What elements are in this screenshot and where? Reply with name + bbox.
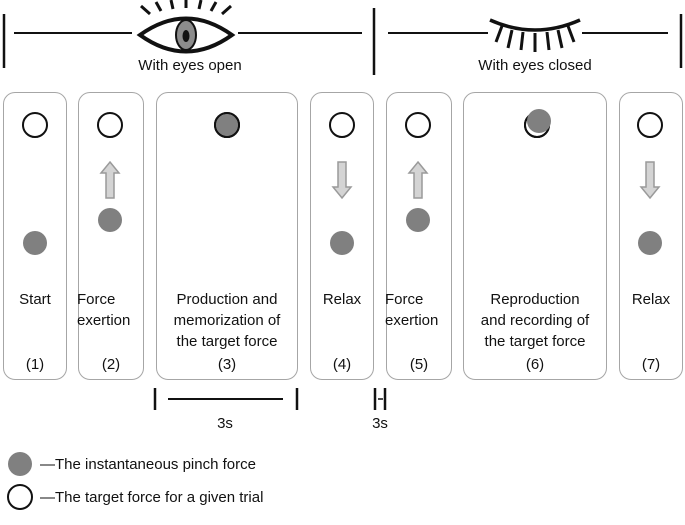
- panel-number: (3): [217, 356, 237, 373]
- panel-number: (1): [25, 356, 45, 373]
- arrow-up-icon: [98, 160, 121, 199]
- panel-graphics: [213, 111, 240, 138]
- panel-description-line: Force: [385, 291, 424, 308]
- panel-description-line: exertion: [385, 312, 439, 329]
- pinch-force-dot: [526, 108, 551, 133]
- panel-number: (2): [101, 356, 121, 373]
- panel-graphics: [404, 111, 431, 232]
- pinch-force-dot: [329, 230, 354, 255]
- panel-relax-1: [310, 92, 374, 380]
- panel-production: [156, 92, 298, 380]
- panel-force-exertion-2: [386, 92, 452, 380]
- pinch-force-dot: [22, 230, 47, 255]
- panel-force-exertion-1: [78, 92, 144, 380]
- target-force-circle: [21, 111, 48, 138]
- panel-description-line: Force: [77, 291, 116, 308]
- legend-filled-text: —The instantaneous pinch force: [40, 456, 256, 473]
- panel-description-line: memorization of: [173, 312, 281, 329]
- legend-open-text: —The target force for a given trial: [40, 489, 264, 506]
- pinch-force-dot: [405, 207, 430, 232]
- eyes-closed-label: With eyes closed: [478, 57, 592, 74]
- pinch-force-dot: [97, 207, 122, 232]
- panel-description-line: Production and: [176, 291, 278, 308]
- target-force-circle: [636, 111, 663, 138]
- legend-symbols: [7, 452, 33, 510]
- panel-number: (4): [332, 356, 352, 373]
- target-force-circle: [96, 111, 123, 138]
- panel-number: (7): [641, 356, 661, 373]
- panel-graphics: [523, 108, 551, 138]
- pinch-force-dot: [215, 113, 238, 136]
- panel-description-line: Relax: [631, 291, 671, 308]
- arrow-down-icon: [638, 160, 661, 199]
- short-interval-label: 3s: [372, 415, 388, 432]
- panel-description-line: exertion: [77, 312, 131, 329]
- eye-open-icon: [136, 0, 236, 54]
- panel-number: (5): [409, 356, 429, 373]
- arrow-down-icon: [330, 160, 353, 199]
- target-force-ring: [213, 111, 240, 138]
- panel-description-line: the target force: [176, 333, 278, 350]
- panel-graphics: [328, 111, 355, 255]
- target-force-circle: [328, 111, 355, 138]
- eye-closed-icon: [489, 18, 581, 52]
- eyes-open-label: With eyes open: [138, 57, 242, 74]
- long-interval-label: 3s: [217, 415, 233, 432]
- panel-description-line: Reproduction: [490, 291, 580, 308]
- panel-graphics: [21, 111, 48, 255]
- legend-open-circle: [7, 484, 33, 510]
- panel-number: (6): [525, 356, 545, 373]
- panel-reproduction: [463, 92, 607, 380]
- panel-graphics: [96, 111, 123, 232]
- pinch-force-dot: [637, 230, 662, 255]
- panel-description-line: and recording of: [480, 312, 590, 329]
- panel-relax-2: [619, 92, 683, 380]
- panel-start: [3, 92, 67, 380]
- legend-filled-dot: [8, 452, 32, 476]
- target-force-circle: [404, 111, 431, 138]
- panel-description-line: the target force: [484, 333, 586, 350]
- panel-graphics: [636, 111, 663, 255]
- timing-scale: [153, 388, 387, 410]
- panel-description-line: Relax: [322, 291, 362, 308]
- arrow-up-icon: [406, 160, 429, 199]
- header-graphics: [2, 0, 683, 75]
- panel-description-line: Start: [19, 291, 51, 308]
